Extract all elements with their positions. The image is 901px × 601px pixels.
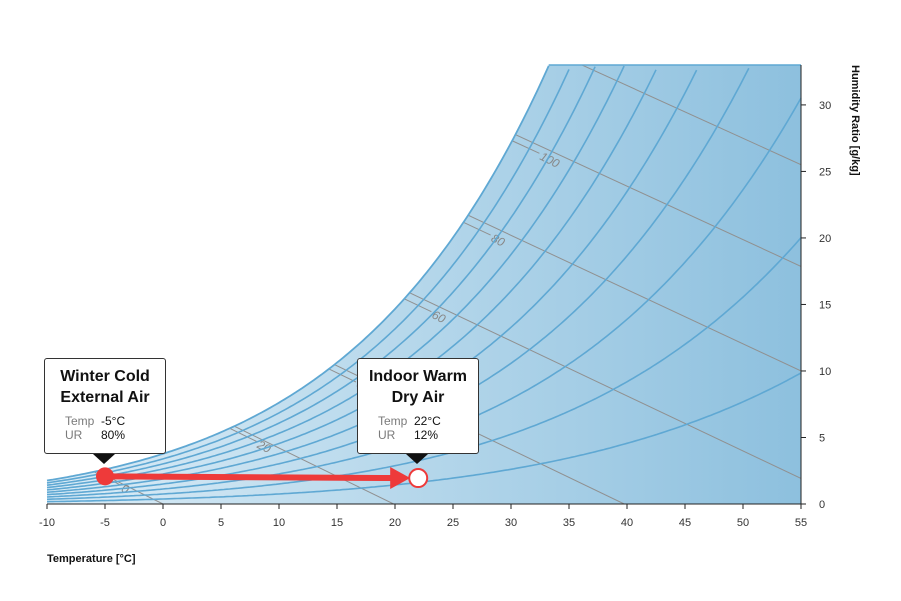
x-axis-title: Temperature [°C] (47, 553, 136, 565)
rh-curve-80 (46, 66, 596, 486)
rh-curve-70 (46, 65, 625, 489)
winter-temp-row: Temp -5°C (45, 414, 165, 428)
rh-curve-100 (46, 65, 550, 482)
x-tick-label-25: 25 (447, 517, 459, 529)
winter-temp-value: -5°C (101, 414, 126, 428)
enthalpy-line-80 (47, 65, 801, 504)
y-tick-label-5: 5 (819, 432, 825, 444)
y-tick-label-15: 15 (819, 299, 831, 311)
winter-air-callout: Winter Cold External Air Temp -5°C UR 80… (44, 358, 166, 454)
x-tick-label-50: 50 (737, 517, 749, 529)
x-tick-label-55: 55 (795, 517, 807, 529)
winter-callout-title-line1: Winter Cold (60, 368, 150, 385)
indoor-temp-value: 22°C (414, 414, 441, 428)
indoor-callout-title-line2: Dry Air (391, 389, 445, 406)
winter-callout-pointer (93, 454, 115, 464)
y-tick-label-10: 10 (819, 366, 831, 378)
indoor-air-callout: Indoor Warm Dry Air Temp 22°C UR 12% (357, 358, 479, 454)
enthalpy-label-80: 80 (489, 231, 508, 250)
x-tick-label-0: 0 (160, 517, 166, 529)
y-tick-label-30: 30 (819, 100, 831, 112)
indoor-temp-row: Temp 22°C (358, 414, 478, 428)
indoor-callout-pointer (406, 454, 428, 464)
x-tick-label-30: 30 (505, 517, 517, 529)
end-point-marker (408, 468, 429, 489)
chart-region-fill (47, 65, 801, 504)
x-tick-label-45: 45 (679, 517, 691, 529)
winter-ur-row: UR 80% (45, 428, 165, 442)
enthalpy-line-100 (162, 65, 801, 504)
indoor-callout-title-line1: Indoor Warm (368, 368, 468, 385)
start-point-marker (96, 467, 114, 486)
indoor-ur-key: UR (378, 428, 396, 442)
y-tick-label-0: 0 (819, 499, 825, 511)
indoor-ur-value: 12% (414, 428, 439, 442)
process-arrow-shaft (104, 473, 397, 482)
x-tick-label-20: 20 (389, 517, 401, 529)
x-tick-label-40: 40 (621, 517, 633, 529)
enthalpy-leader-20 (229, 427, 257, 442)
winter-ur-key: UR (65, 428, 83, 442)
x-tick-label--5: -5 (100, 517, 110, 529)
process-arrow-head (390, 467, 411, 490)
enthalpy-leader-100 (511, 140, 540, 154)
indoor-ur-row: UR 12% (358, 428, 478, 442)
rh-curve-90 (46, 69, 570, 484)
x-tick-label-15: 15 (331, 517, 343, 529)
winter-temp-key: Temp (65, 414, 95, 428)
winter-callout-title-line2: External Air (60, 389, 150, 406)
x-tick-label--10: -10 (39, 517, 55, 529)
x-tick-label-35: 35 (563, 517, 575, 529)
winter-ur-value: 80% (101, 428, 126, 442)
x-tick-label-10: 10 (273, 517, 285, 529)
enthalpy-leader-40 (328, 368, 357, 383)
indoor-temp-key: Temp (378, 414, 408, 428)
y-axis-title: Humidity Ratio [g/kg] (849, 65, 861, 176)
enthalpy-leader-80 (463, 221, 491, 236)
y-tick-label-20: 20 (819, 233, 831, 245)
x-tick-label-5: 5 (218, 517, 224, 529)
y-tick-label-25: 25 (819, 166, 831, 178)
